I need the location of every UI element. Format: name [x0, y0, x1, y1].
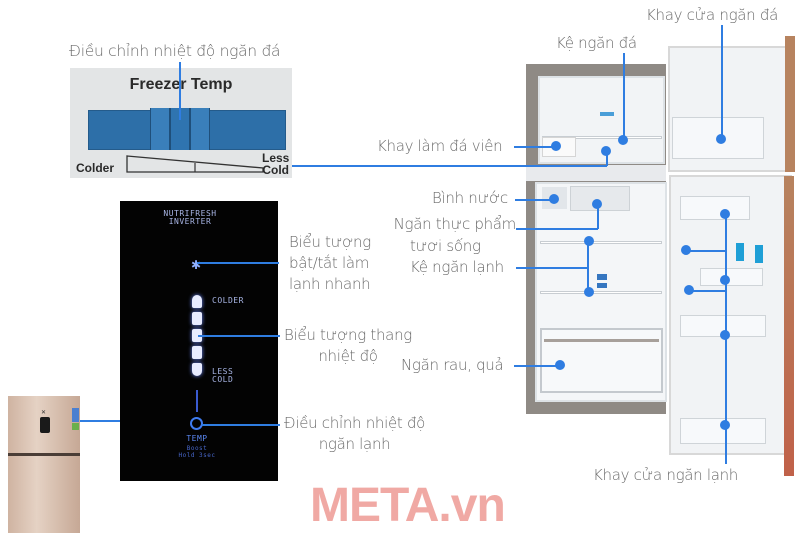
door-gap [8, 453, 80, 456]
door-shelf-dot-2 [684, 285, 694, 295]
freezer-door-tray-connector [721, 25, 723, 138]
freezer-shelf-connector [623, 53, 625, 139]
freezer-door-edge [785, 36, 795, 172]
slider-knob[interactable] [170, 108, 190, 150]
door-tray-branch-2 [689, 290, 726, 292]
crisper-connector [514, 365, 560, 367]
slider-knob-left [150, 108, 170, 150]
snowflake-icon[interactable]: ✱ [191, 258, 202, 272]
freezer-temp-dot [601, 146, 611, 156]
fridge-shelf-connector [516, 267, 588, 269]
scale-wedge-icon [126, 155, 264, 173]
egg-tray-dot [720, 275, 730, 285]
freezer-temp-title: Freezer Temp [129, 76, 233, 93]
fridge-door-edge [784, 176, 794, 476]
fridge-shelf-1 [540, 241, 662, 244]
water-jug-dot [549, 194, 559, 204]
ice-tray-connector [514, 146, 556, 148]
colder-level-label: COLDER [212, 296, 244, 305]
fridge-temp-label: Điều chỉnh nhiệt độ ngăn lạnh [284, 414, 426, 453]
temp-level-1 [192, 295, 202, 308]
temp-level-4 [192, 346, 202, 359]
door-shelf-dot-1 [681, 245, 691, 255]
freezer-caption-connector [179, 62, 181, 120]
freezer-temp-connector [292, 165, 607, 167]
less-cold-level-line1: LESS [212, 367, 234, 376]
freezer-shelf-dot [618, 135, 628, 145]
hold-label: Hold 3sec [178, 452, 216, 459]
door-clip-2 [755, 245, 763, 263]
door-bin-dot-3 [720, 420, 730, 430]
temp-button-label: TEMP [186, 434, 208, 443]
sticker-1 [597, 274, 607, 280]
egg-tray [700, 268, 763, 286]
freezer-shelf-label: Kệ ngăn đá [556, 34, 637, 52]
door-tray-branch-1 [686, 250, 726, 252]
watermark-logo: META.vn [310, 479, 506, 532]
display-icon [40, 417, 50, 433]
temp-scale-label: Biểu tượng thang nhiệt độ [284, 326, 412, 365]
control-panel: NUTRIFRESH INVERTER ✱ COLDER LESS COLD T… [120, 201, 278, 481]
temp-level-3 [192, 329, 202, 342]
fridge-shelf-2 [540, 291, 662, 294]
brand-line1: NUTRIFRESH [163, 209, 217, 218]
divider [196, 390, 198, 412]
fridge-door-tray-label: Khay cửa ngăn lạnh [593, 466, 739, 484]
door-clip-1 [736, 243, 744, 261]
fresh-food-connector [516, 228, 598, 230]
water-jug-connector [515, 199, 555, 201]
water-jug-label: Bình nước [432, 189, 508, 207]
crisper-dot [555, 360, 565, 370]
colder-label: Colder [76, 161, 115, 175]
door-bin-1 [680, 196, 750, 220]
fresh-food-label-line2: tươi sống [410, 237, 481, 255]
door-bin-dot-1 [720, 209, 730, 219]
door-bin-dot-2 [720, 330, 730, 340]
fresh-food-dot [592, 199, 602, 209]
divider-panel [526, 165, 666, 181]
crisper-label: Ngăn rau, quả [401, 356, 504, 374]
mini-fridge-connector [52, 420, 120, 422]
brand-logo-icon: ✕ [41, 410, 47, 416]
temp-scale-connector [198, 335, 280, 337]
less-cold-label: Less Cold [262, 151, 290, 177]
temp-level-2 [192, 312, 202, 325]
certification-icon [72, 423, 79, 430]
fridge-shelf-label: Kệ ngăn lạnh [410, 258, 504, 276]
freezer-vent [600, 112, 614, 116]
freezer-door-tray-label: Khay cửa ngăn đá [646, 6, 778, 24]
ice-tray-label: Khay làm đá viên [377, 137, 503, 155]
fridge-shelf-connector-vertical [587, 241, 589, 293]
fridge-exterior-thumbnail: ✕ [8, 396, 80, 533]
temp-button-icon[interactable] [190, 417, 203, 430]
less-cold-level-line2: COLD [212, 375, 234, 384]
temp-level-5 [192, 363, 202, 376]
fresh-food-connector-up [597, 204, 599, 229]
fresh-food-label: Ngăn thực phẩm [393, 215, 517, 233]
energy-label-icon [72, 408, 79, 422]
freezer-door-tray-dot [716, 134, 726, 144]
freezer-temp-connector-up [606, 151, 608, 166]
slider-knob-right [190, 108, 210, 150]
brand-line2: INVERTER [168, 217, 212, 226]
boost-label: Boost [186, 445, 208, 452]
quick-cool-label: Biểu tượng bật/tắt làm lạnh nhanh [289, 233, 371, 293]
ice-tray-dot [551, 141, 561, 151]
fridge-shelf-dot-1 [584, 236, 594, 246]
freezer-temp-panel: Freezer Temp Colder Less Cold [70, 68, 292, 178]
fridge-shelf-dot-2 [584, 287, 594, 297]
sticker-2 [597, 283, 607, 288]
fridge-temp-connector [202, 424, 280, 426]
freezer-temp-caption: Điều chỉnh nhiệt độ ngăn đá [69, 42, 281, 60]
quick-cool-connector [197, 262, 279, 264]
